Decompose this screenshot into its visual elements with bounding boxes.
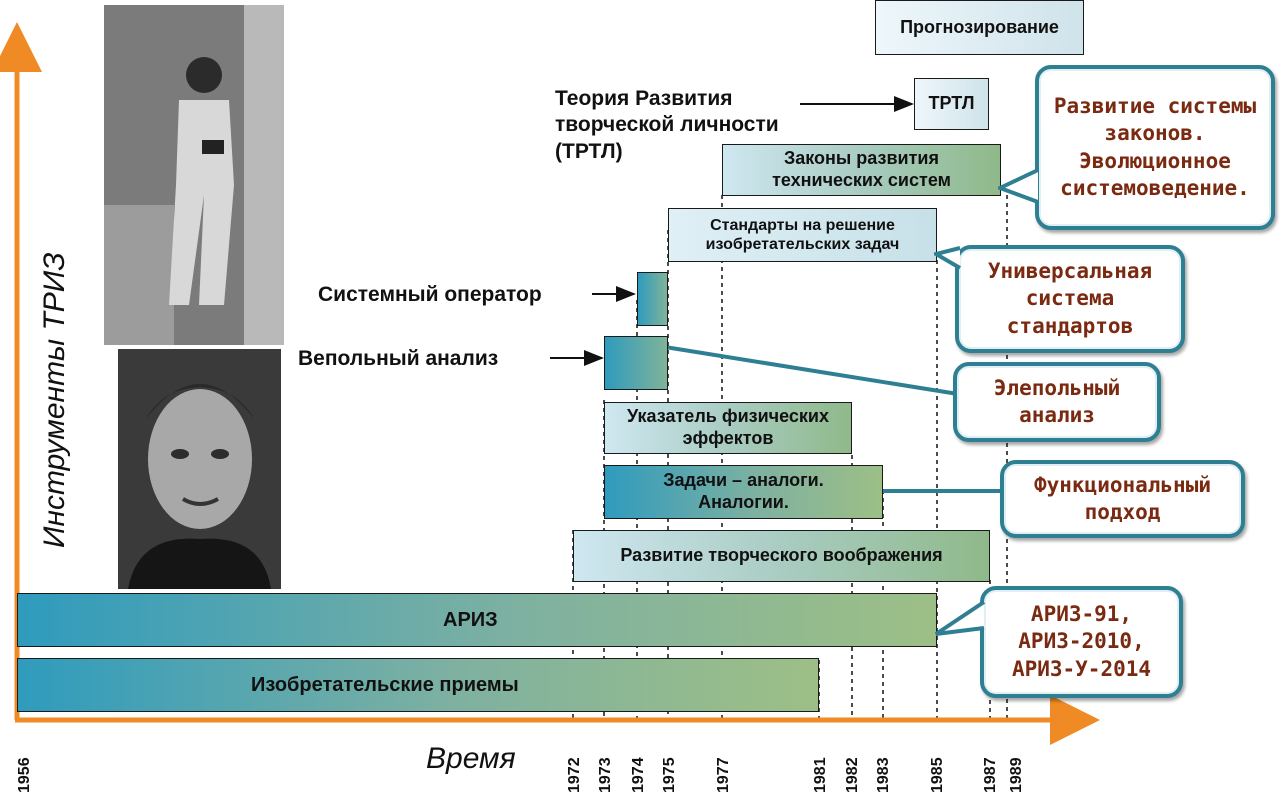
- year-label-1982: 1982: [844, 757, 861, 793]
- label-system-operator: Системный оператор: [318, 283, 542, 306]
- portrait-figure: [118, 349, 281, 589]
- year-label-1975: 1975: [661, 757, 678, 793]
- standing-man-figure: [104, 5, 284, 345]
- bar-system-operator: [637, 272, 668, 326]
- year-label-1977: 1977: [715, 757, 732, 793]
- year-label-1989: 1989: [1008, 757, 1025, 793]
- bar-ariz: АРИЗ: [17, 593, 937, 647]
- bar-analogies: Задачи – аналоги. Аналогии.: [604, 465, 883, 519]
- year-label-1983: 1983: [875, 757, 892, 793]
- year-label-1956: 1956: [16, 757, 33, 793]
- callout-standards-pointer: [934, 246, 962, 270]
- bar-forecasting: Прогнозирование: [875, 0, 1084, 55]
- bar-laws: Законы развития технических систем: [722, 144, 1001, 196]
- callout-ariz-pointer: [934, 600, 986, 636]
- connector-elepol: [664, 345, 959, 396]
- callout-universal-standards: Универсальная система стандартов: [955, 245, 1185, 353]
- year-label-1972: 1972: [566, 757, 583, 793]
- year-label-1985: 1985: [929, 757, 946, 793]
- bar-trtl: ТРТЛ: [914, 78, 989, 130]
- bar-standards: Стандарты на решение изобретательских за…: [668, 208, 937, 262]
- y-axis-title: Инструменты ТРИЗ: [38, 252, 71, 548]
- callout-laws-evolution: Развитие системы законов. Эволюционное с…: [1035, 65, 1275, 230]
- bar-imagination: Развитие творческого воображения: [573, 530, 990, 582]
- bar-ariz-label: АРИЗ: [443, 609, 498, 631]
- photo-standing-man: [104, 5, 284, 345]
- callout-laws-pointer: [998, 168, 1039, 204]
- label-su-field: Вепольный анализ: [298, 347, 499, 370]
- callout-elepol: Элепольный анализ: [953, 362, 1161, 442]
- photo-portrait: [118, 349, 281, 589]
- bar-physical-effects: Указатель физических эффектов: [604, 402, 852, 454]
- year-label-1981: 1981: [812, 757, 829, 793]
- bar-su-field: [604, 336, 668, 390]
- bar-techniques-label: Изобретательские приемы: [251, 674, 519, 696]
- callout-ariz-versions: АРИЗ-91, АРИЗ-2010, АРИЗ-У-2014: [980, 586, 1183, 698]
- callout-functional: Функциональный подход: [1000, 460, 1245, 538]
- year-label-1987: 1987: [982, 757, 999, 793]
- year-label-1974: 1974: [630, 757, 647, 793]
- label-trtl-full: Теория Развития творческой личности (ТРТ…: [555, 87, 779, 163]
- x-axis-title: Время: [426, 742, 516, 775]
- year-label-1973: 1973: [597, 757, 614, 793]
- bar-techniques: Изобретательские приемы: [17, 658, 819, 712]
